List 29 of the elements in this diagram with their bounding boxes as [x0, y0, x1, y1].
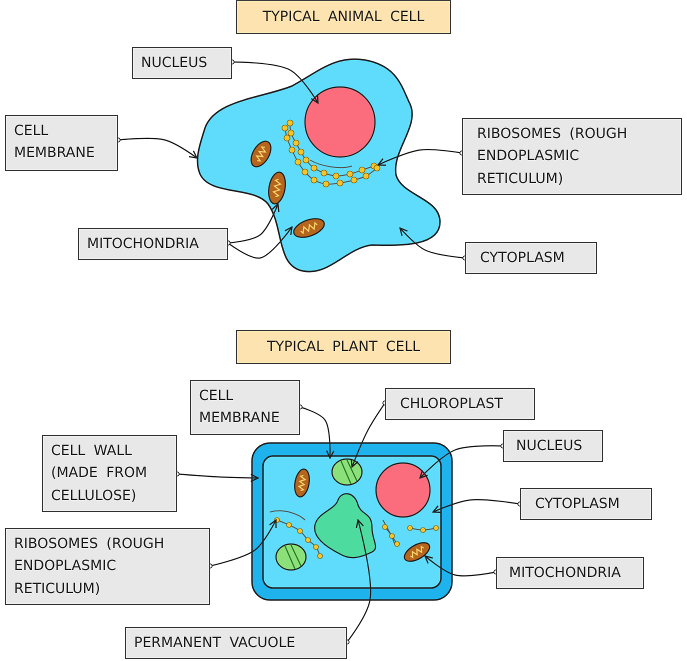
label-tag: PERMANENT VACUOLE — [125, 627, 347, 660]
label-tag: CYTOPLASM — [520, 488, 652, 520]
label-tag: CYTOPLASM — [465, 242, 597, 274]
heading-banner: TYPICAL ANIMAL CELL — [236, 0, 451, 34]
endoplasmic-reticulum — [270, 510, 323, 559]
mitochondrion — [293, 218, 325, 238]
label-tag: CELL WALL (MADE FROM CELLULOSE) — [42, 435, 177, 512]
cell-interior — [262, 455, 442, 589]
label-tag: NUCLEUS — [132, 47, 232, 80]
label-tag: RIBOSOMES (ROUGH ENDOPLASMIC RETICULUM) — [462, 118, 682, 196]
nucleus — [375, 462, 431, 518]
vacuole — [314, 493, 376, 558]
mitochondrion — [268, 172, 286, 204]
nucleus — [304, 86, 376, 158]
endoplasmic-reticulum — [282, 120, 380, 188]
label-tag: RIBOSOMES (ROUGH ENDOPLASMIC RETICULUM) — [5, 528, 210, 606]
heading-banner: TYPICAL PLANT CELL — [236, 330, 451, 364]
chloroplast — [331, 458, 363, 486]
mitochondrion — [294, 468, 310, 498]
label-tag: MITOCHONDRIA — [496, 557, 644, 590]
label-tag: CELL MEMBRANE — [5, 115, 118, 171]
label-tag: CHLOROPLAST — [385, 388, 535, 420]
chloroplast — [275, 543, 307, 571]
mitochondrion — [404, 542, 430, 562]
label-tag: NUCLEUS — [503, 430, 603, 462]
label-tag: MITOCHONDRIA — [78, 228, 228, 260]
label-tag: CELL MEMBRANE — [190, 380, 300, 435]
cell-wall — [251, 442, 453, 601]
mitochondrion — [250, 140, 272, 168]
